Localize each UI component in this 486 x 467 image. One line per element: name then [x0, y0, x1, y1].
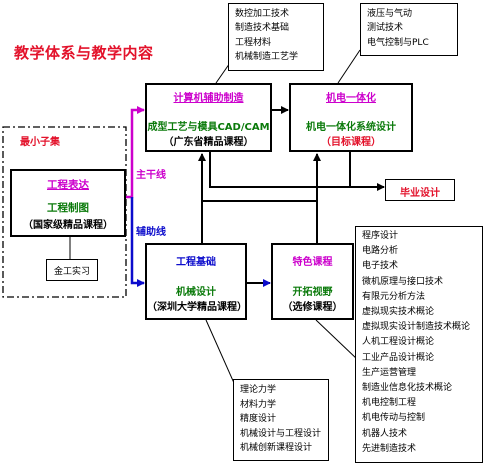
- list-item: 制造业信息化技术概论: [362, 383, 453, 394]
- cad-note: （广东省精品课程）: [163, 137, 254, 148]
- list-item: 电气控制与PLC: [367, 37, 429, 48]
- leader-eng-list: [205, 319, 239, 393]
- cad-course-list: 数控加工技术 制造技术基础 工程材料 机械制造工艺学: [228, 3, 324, 71]
- engineering-drawing-note: （国家级精品课程）: [23, 220, 113, 231]
- leader-feat-list: [315, 319, 359, 361]
- mechatronics-course-list: 液压与气动 测试技术 电气控制与PLC: [360, 3, 458, 56]
- featured-courses-note: （选修课程）: [282, 302, 343, 313]
- aux-line: [130, 197, 145, 287]
- list-item: 程序设计: [362, 231, 399, 241]
- list-item: 测试技术: [367, 23, 404, 34]
- list-item: 机电控制工程: [362, 398, 417, 409]
- list-item: 工业产品设计概论: [362, 352, 435, 363]
- trunk-label: 主干线: [136, 170, 166, 181]
- list-item: 微机原理与接口技术: [362, 276, 444, 287]
- page-title: 教学体系与教学内容: [14, 44, 154, 62]
- engineering-drawing-title: 工程表达: [47, 179, 89, 191]
- mechatronics-title: 机电一体化: [326, 93, 376, 104]
- list-item: 理论力学: [240, 385, 277, 395]
- list-item: 液压与气动: [367, 9, 413, 19]
- mechatronics-note: （目标课程）: [321, 137, 381, 148]
- list-item: 机器人技术: [362, 428, 408, 439]
- list-item: 电子技术: [362, 261, 399, 272]
- min-set-label: 最小子集: [20, 137, 60, 148]
- engineering-course-list: 理论力学 材料力学 精度设计 机械设计与工程设计 机械创新课程设计: [233, 379, 329, 461]
- engineering-drawing-box[interactable]: 工程表达 工程制图 （国家级精品课程）: [10, 169, 126, 237]
- leader-mech-list: [337, 49, 361, 84]
- mechatronics-course: 机电一体化系统设计: [306, 122, 396, 133]
- engineering-drawing-course: 工程制图: [47, 202, 89, 214]
- featured-courses-title: 特色课程: [292, 257, 333, 268]
- list-item: 机械设计与工程设计: [240, 428, 322, 439]
- list-item: 有限元分析方法: [362, 291, 426, 302]
- graduation-label: 毕业设计: [400, 188, 440, 199]
- list-item: 机械创新课程设计: [240, 443, 313, 453]
- cad-course: 成型工艺与模具CAD/CAM: [147, 122, 270, 133]
- featured-course-list: 程序设计 电路分析 电子技术 微机原理与接口技术 有限元分析方法 虚拟现实技术概…: [355, 226, 483, 463]
- list-item: 生产运营管理: [362, 367, 417, 378]
- mechatronics-box[interactable]: 机电一体化 机电一体化系统设计 （目标课程）: [289, 83, 413, 152]
- list-item: 先进制造技术: [362, 443, 417, 454]
- list-item: 机电传动与控制: [362, 413, 426, 424]
- aux-label: 辅助线: [136, 227, 166, 238]
- list-item: 机械制造工艺学: [235, 51, 299, 62]
- list-item: 虚拟现实设计制造技术概论: [362, 322, 471, 333]
- list-item: 制造技术基础: [235, 23, 290, 34]
- min-set-frame: [2, 126, 127, 298]
- list-item: 材料力学: [240, 399, 277, 410]
- trunk-line: [126, 106, 145, 199]
- engineering-foundation-box[interactable]: 工程基础 机械设计 （深圳大学精品课程）: [145, 243, 247, 320]
- cad-box[interactable]: 计算机辅助制造 成型工艺与模具CAD/CAM （广东省精品课程）: [145, 83, 272, 152]
- graduation-box[interactable]: 毕业设计: [385, 179, 455, 201]
- metalwork-label: 金工实习: [53, 267, 90, 277]
- list-item: 虚拟现实技术概论: [362, 307, 435, 318]
- list-item: 人机工程设计概论: [362, 337, 435, 348]
- featured-courses-box[interactable]: 特色课程 开拓视野 （选修课程）: [271, 243, 354, 320]
- list-item: 精度设计: [240, 414, 277, 424]
- engineering-foundation-title: 工程基础: [176, 257, 216, 268]
- list-item: 数控加工技术: [235, 9, 290, 19]
- list-item: 电路分析: [362, 246, 399, 257]
- cad-title: 计算机辅助制造: [173, 93, 244, 104]
- list-item: 工程材料: [235, 37, 272, 48]
- engineering-foundation-note: （深圳大学精品课程）: [147, 302, 247, 313]
- arrow-cad-grad: [209, 152, 385, 191]
- engineering-foundation-course: 机械设计: [176, 287, 216, 298]
- metalwork-box[interactable]: 金工实习: [46, 259, 98, 281]
- featured-courses-course: 开拓视野: [292, 287, 333, 298]
